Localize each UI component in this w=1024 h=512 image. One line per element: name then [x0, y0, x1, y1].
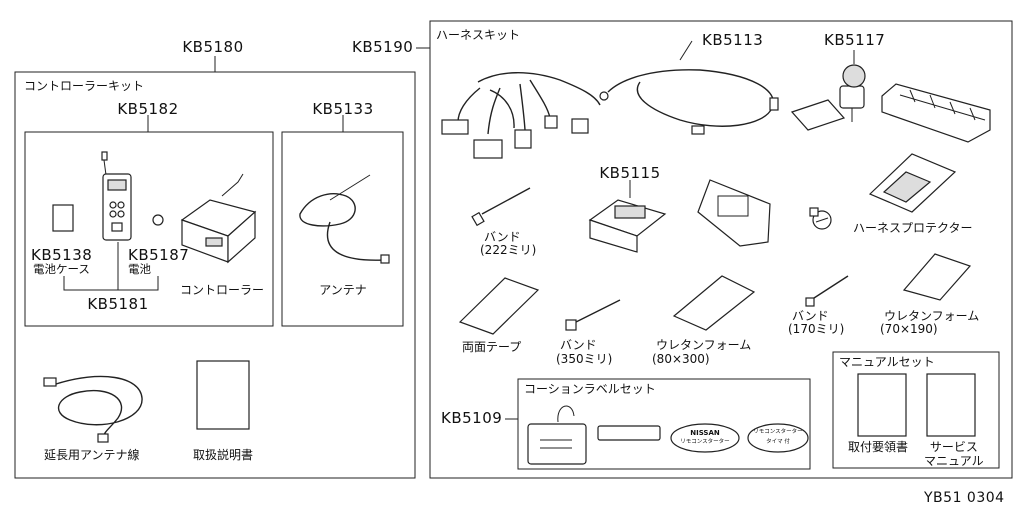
kb5115-socket-drawing — [588, 199, 667, 253]
band-222-label: バンド — [484, 230, 521, 244]
manual-set-frame — [832, 351, 1000, 469]
battery-label: 電池 — [128, 262, 151, 276]
antenna-drawing — [299, 174, 390, 264]
kb5190-code: KB5190 — [352, 38, 414, 56]
install-manual-drawing — [857, 373, 907, 437]
controller-group-frame — [24, 131, 274, 327]
urethane-70-size: (70×190) — [880, 322, 938, 336]
harness-protector-drawing — [868, 153, 957, 213]
harness-kit-title: ハーネスキット — [436, 28, 521, 42]
harness-kit-drawing — [441, 72, 601, 159]
battery-case-label: 電池ケース — [33, 262, 90, 276]
controller-label: コントローラー — [180, 283, 265, 297]
kb5117-relay-drawing — [790, 64, 866, 131]
band-170-size: (170ミリ) — [788, 322, 845, 336]
remote-label-sub: タイマ 付 — [766, 439, 790, 445]
bracket-drawing — [697, 179, 771, 247]
nissan-label-text: NISSAN — [690, 429, 720, 437]
diagram-footer-code: YB51 0304 — [924, 490, 1005, 506]
coin-battery-drawing — [152, 214, 164, 226]
manual-set-title: マニュアルセット — [839, 355, 935, 369]
nissan-label-sub: リモコンスターター — [680, 439, 730, 445]
double-tape-label: 両面テープ — [462, 340, 522, 354]
harness-kit-frame — [429, 20, 1013, 479]
kb5115-code: KB5115 — [599, 164, 661, 182]
urethane-80-size: (80×300) — [652, 352, 710, 366]
remote-label-drawing — [747, 423, 809, 453]
caution-tag-drawing — [527, 405, 587, 465]
battery-case-drawing — [52, 204, 74, 232]
urethane-80-label: ウレタンフォーム — [656, 338, 752, 352]
kb5181-bracket — [63, 242, 159, 291]
band-222-size: (222ミリ) — [480, 243, 537, 257]
kb5182-code: KB5182 — [117, 100, 179, 118]
warning-strip-drawing — [597, 425, 661, 441]
kb5113-leader — [679, 40, 693, 61]
kb5187-code: KB5187 — [128, 246, 190, 264]
kb5113-code: KB5113 — [702, 31, 764, 49]
urethane-70-drawing — [902, 253, 972, 301]
band-350-label: バンド — [560, 338, 597, 352]
extension-wire-drawing — [43, 375, 143, 443]
controller-unit-drawing — [180, 173, 257, 264]
instruction-manual-drawing — [196, 360, 250, 430]
instruction-manual-label: 取扱説明書 — [193, 448, 254, 462]
kb5133-code: KB5133 — [312, 100, 374, 118]
service-manual-label: サービス マニュアル — [924, 440, 984, 468]
install-manual-label: 取付要領書 — [848, 440, 909, 454]
caution-label-frame — [517, 378, 811, 470]
band-350-drawing — [565, 299, 621, 331]
kb5138-code: KB5138 — [31, 246, 93, 264]
remote-controller-drawing — [101, 151, 132, 241]
kb5180-code: KB5180 — [182, 38, 244, 56]
caution-label-set-title: コーションラベルセット — [524, 382, 656, 396]
controller-kit-title: コントローラーキット — [24, 79, 145, 93]
antenna-label: アンテナ — [319, 283, 367, 297]
service-manual-drawing — [926, 373, 976, 437]
band-170-label: バンド — [792, 309, 829, 323]
extension-wire-label: 延長用アンテナ線 — [44, 448, 140, 462]
double-tape-drawing — [458, 277, 540, 335]
band-350-size: (350ミリ) — [556, 352, 613, 366]
urethane-80-drawing — [672, 275, 756, 331]
remote-label-text: リモコンスターター — [753, 429, 803, 435]
kb5181-code: KB5181 — [87, 295, 149, 313]
urethane-70-label: ウレタンフォーム — [884, 309, 980, 323]
nissan-label-drawing — [670, 423, 740, 453]
harness-protector-label: ハーネスプロテクター — [853, 221, 973, 235]
band-222-drawing — [471, 187, 531, 227]
band-170-drawing — [805, 275, 849, 307]
screw-drawing — [809, 207, 832, 230]
coupler-strip-drawing — [881, 83, 991, 143]
kb5109-code: KB5109 — [441, 409, 503, 427]
kb5113-wire-drawing — [599, 69, 779, 135]
kb5117-code: KB5117 — [824, 31, 886, 49]
